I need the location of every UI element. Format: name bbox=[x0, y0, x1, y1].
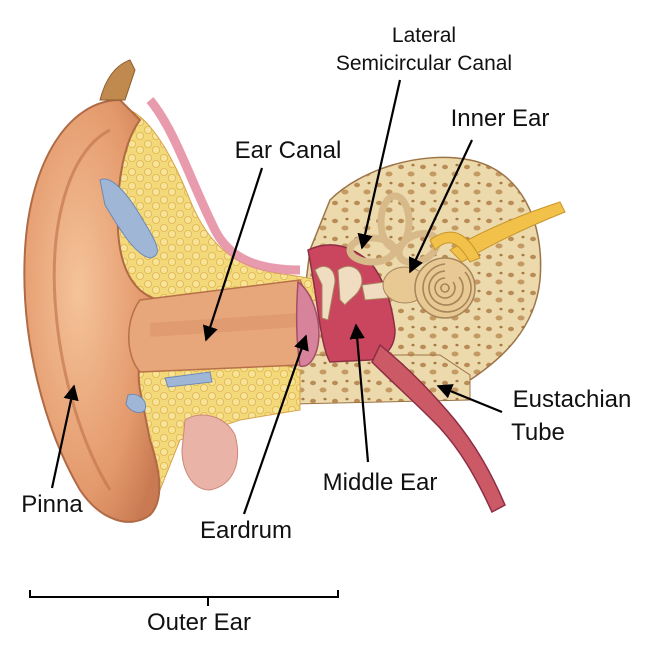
cartilage-lower-small bbox=[125, 393, 147, 413]
arrow-eardrum bbox=[242, 334, 309, 515]
label-pinna: Pinna bbox=[21, 491, 83, 518]
pinna-helix-fold bbox=[52, 128, 112, 491]
arrow-inner-ear bbox=[408, 139, 473, 274]
cochlea bbox=[414, 257, 476, 319]
outer-ear-bracket bbox=[29, 590, 339, 606]
auditory-nerve-2 bbox=[429, 231, 481, 263]
eustachian-tube bbox=[371, 343, 506, 514]
label-eustachian-tube-line2: Tube bbox=[511, 419, 565, 446]
arrow-middle-ear bbox=[349, 323, 370, 463]
malleus-bone bbox=[314, 266, 336, 321]
label-lateral-semicircular-canal-line2: Semicircular Canal bbox=[336, 52, 512, 75]
arrow-ear-canal bbox=[202, 167, 264, 342]
label-eustachian-tube-line1: Eustachian bbox=[513, 386, 632, 413]
parotid-tissue bbox=[181, 414, 239, 491]
skin-layer-stripe bbox=[146, 97, 301, 275]
cartilage-lower bbox=[164, 371, 213, 388]
label-middle-ear: Middle Ear bbox=[323, 469, 438, 496]
arrow-lateral-semicircular-canal bbox=[357, 79, 402, 250]
label-lateral-semicircular-canal-line1: Lateral bbox=[392, 24, 456, 47]
cartilage-upper bbox=[99, 178, 158, 259]
label-ear-canal: Ear Canal bbox=[235, 137, 342, 164]
pinna-shape bbox=[23, 98, 161, 523]
incus-bone bbox=[337, 266, 363, 306]
cochlea-spiral bbox=[422, 263, 472, 313]
label-outer-ear: Outer Ear bbox=[147, 609, 251, 636]
label-inner-ear: Inner Ear bbox=[451, 105, 550, 132]
hair-tuft bbox=[99, 59, 136, 101]
semicircular-canal-upper bbox=[377, 192, 413, 252]
arrow-pinna bbox=[50, 384, 79, 489]
stapes-bone bbox=[361, 281, 389, 301]
label-eardrum: Eardrum bbox=[200, 517, 292, 544]
ear-canal-shading bbox=[149, 313, 301, 337]
auditory-nerve bbox=[449, 201, 566, 263]
arrow-eustachian-tube bbox=[436, 384, 503, 414]
